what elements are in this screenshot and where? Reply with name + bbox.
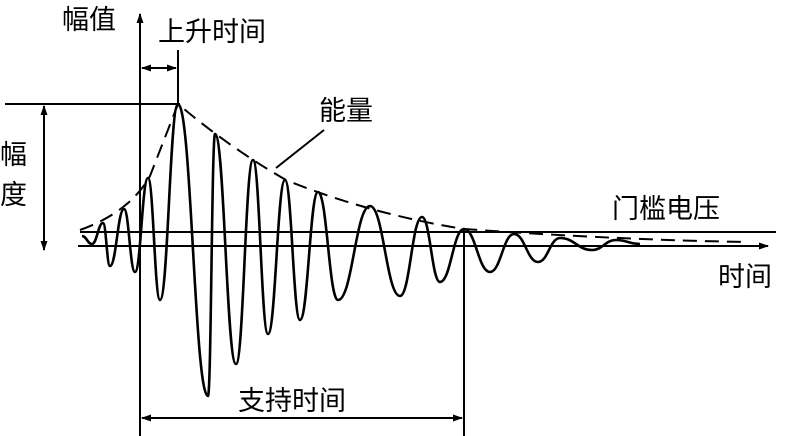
energy-envelope: [79, 102, 749, 243]
x-axis-label: 时间: [718, 262, 772, 293]
y-axis-label: 幅值: [62, 5, 116, 36]
duration-label: 支持时间: [238, 386, 346, 417]
threshold-label: 门槛电压: [612, 194, 720, 225]
energy-pointer: [275, 129, 325, 169]
amplitude-label-1: 幅: [0, 140, 27, 171]
energy-label: 能量: [319, 96, 373, 127]
amplitude-label-2: 度: [0, 180, 27, 211]
ae-waveform: [81, 102, 641, 398]
rise-time-label: 上升时间: [158, 17, 266, 48]
